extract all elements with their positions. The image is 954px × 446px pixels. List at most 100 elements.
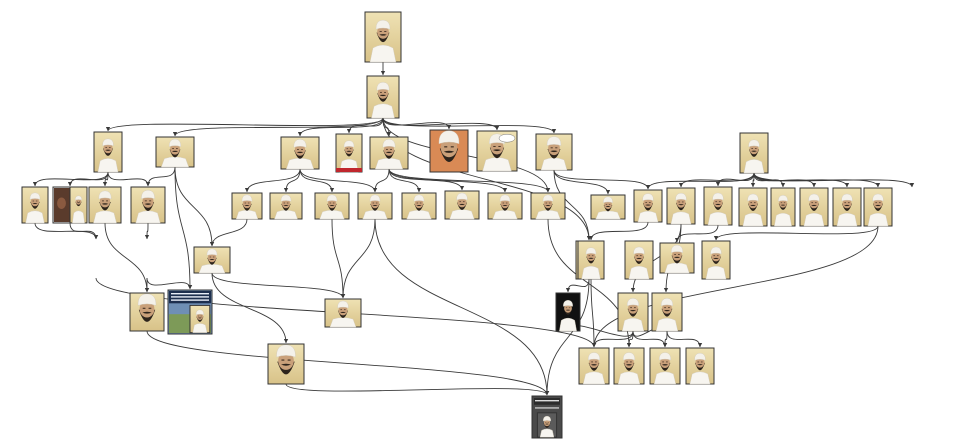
- graph-edge: [297, 117, 384, 137]
- image-node: [738, 187, 768, 227]
- graph-edge: [209, 218, 248, 247]
- graph-edge: [145, 166, 176, 187]
- nodes-layer: [21, 11, 893, 439]
- graph-edge: [146, 330, 550, 396]
- graph-edge: [331, 218, 346, 299]
- image-node: [651, 292, 683, 332]
- image-node: [52, 186, 88, 224]
- graph-edge: [645, 172, 755, 190]
- image-node: [364, 11, 402, 63]
- graph-edge: [107, 171, 151, 187]
- graph-edge: [382, 117, 452, 130]
- image-node: [130, 186, 166, 224]
- image-node: [578, 347, 610, 385]
- graph-edge: [553, 169, 592, 241]
- image-node: [429, 129, 469, 173]
- image-node: [93, 131, 123, 173]
- image-node: [530, 192, 566, 220]
- image-node: [444, 190, 480, 220]
- image-node: [685, 347, 715, 385]
- graph-edge: [590, 278, 597, 348]
- image-node: [701, 240, 731, 280]
- graph-edge: [174, 166, 215, 247]
- graph-edge: [174, 166, 193, 290]
- image-node: [193, 246, 231, 274]
- image-node: [476, 130, 518, 172]
- graph-edge: [630, 223, 682, 293]
- image-node: [617, 292, 649, 332]
- graph-edge: [591, 330, 634, 348]
- image-node: [167, 289, 213, 335]
- image-node: [269, 192, 303, 220]
- image-node: [799, 187, 829, 227]
- image-node: [659, 242, 695, 274]
- graph-edge: [144, 222, 150, 240]
- graph-edge: [666, 330, 703, 348]
- graph-edge: [211, 272, 289, 344]
- graph-edge: [32, 171, 109, 187]
- graph-edge: [553, 169, 651, 190]
- graph-edge: [299, 168, 378, 193]
- image-node: [633, 189, 663, 223]
- graph-edge: [674, 224, 719, 243]
- graph-edge: [146, 277, 193, 290]
- image-node: [649, 347, 681, 385]
- graph-edge: [662, 330, 668, 348]
- image-node: [324, 298, 362, 328]
- image-node: [555, 292, 581, 332]
- graph-edge: [591, 225, 879, 348]
- graph-edge: [715, 172, 755, 187]
- graph-edge: [553, 169, 611, 195]
- graph-edge: [102, 171, 109, 187]
- graph-edge: [285, 383, 550, 396]
- graph-edge: [374, 218, 550, 396]
- image-node: [267, 343, 305, 385]
- image-node: [280, 136, 320, 170]
- graph-edge: [340, 218, 376, 299]
- graph-edge: [69, 222, 99, 240]
- image-node: [770, 187, 796, 227]
- image-node: [401, 192, 437, 220]
- image-node: [739, 132, 769, 174]
- graph-edge: [753, 172, 915, 188]
- graph-edge: [172, 117, 384, 137]
- image-node: [487, 192, 523, 220]
- graph-edge: [346, 117, 384, 134]
- graph-edge: [678, 172, 755, 188]
- image-node: [155, 136, 195, 168]
- image-node: [577, 240, 605, 280]
- graph-edge: [104, 222, 150, 293]
- graph-edge: [105, 117, 384, 132]
- image-node: [535, 133, 573, 171]
- image-node: [590, 194, 626, 220]
- image-node: [335, 133, 363, 173]
- image-node: [366, 75, 400, 119]
- edges-layer: [32, 62, 915, 396]
- image-node: [613, 347, 645, 385]
- image-node: [703, 186, 733, 226]
- image-node: [357, 192, 393, 220]
- graph-edge: [588, 221, 649, 241]
- image-node: [863, 187, 893, 227]
- graph-edge: [244, 168, 301, 193]
- graph-edge: [372, 168, 390, 193]
- graph-edge: [632, 330, 668, 348]
- image-node: [531, 395, 563, 439]
- graph-edge: [382, 117, 500, 131]
- graph-edge: [388, 168, 422, 193]
- graph-edge: [750, 172, 756, 188]
- graph-edge: [299, 168, 335, 193]
- graph-edge: [713, 225, 879, 241]
- graph-edge: [382, 117, 557, 134]
- graph-edge: [388, 168, 551, 193]
- image-node: [88, 186, 122, 224]
- graph-edge: [283, 168, 301, 193]
- graph-edge: [544, 278, 590, 396]
- image-node: [314, 192, 350, 220]
- image-node: [624, 240, 654, 280]
- image-node: [231, 192, 263, 220]
- image-node: [21, 186, 49, 224]
- image-node: [666, 187, 696, 225]
- graph-edge: [211, 272, 346, 299]
